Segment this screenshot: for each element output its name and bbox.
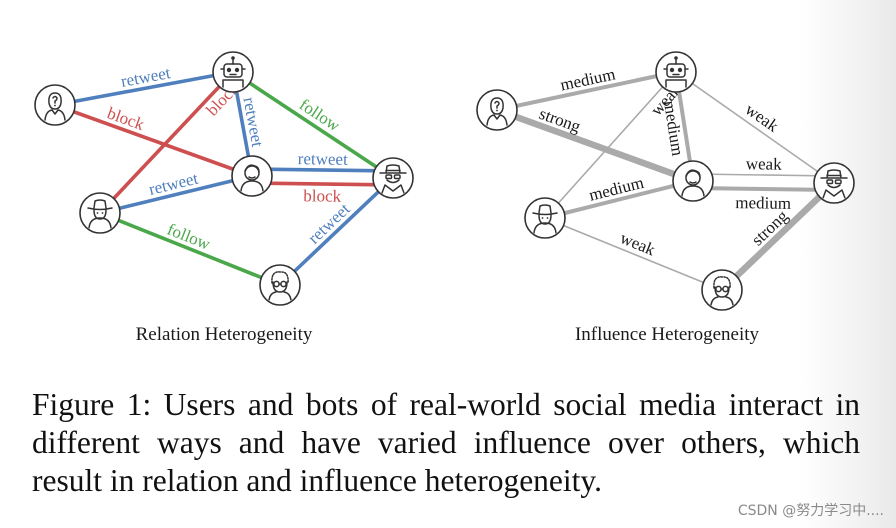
edge-I6-I4 — [718, 179, 838, 294]
question-user-icon — [486, 97, 508, 126]
edge-label-weak: weak — [617, 228, 658, 259]
edge-I2-I5 — [544, 71, 677, 219]
edge-R2-R4 — [231, 70, 395, 180]
edge-R2-R5 — [98, 70, 235, 215]
edge-R1-R2 — [53, 70, 235, 107]
edge-label-weak: weak — [746, 154, 783, 174]
figure-caption: Figure 1: Users and bots of real-world s… — [32, 387, 860, 498]
influence-node-spy-icon — [813, 162, 855, 204]
edge-I5-I6 — [544, 217, 723, 291]
edge-label-medium: medium — [735, 193, 791, 213]
influence-panel-title: Influence Heterogeneity — [575, 324, 760, 345]
edge-R3-R4 — [250, 167, 395, 173]
edge-I3-I4 — [692, 173, 835, 177]
watermark: CSDN @努力学习中.... — [737, 503, 884, 519]
spy-icon — [820, 169, 848, 199]
hat-user-icon — [532, 204, 558, 234]
edge-R5-R6 — [98, 211, 282, 287]
influence-node-hat-user-icon — [524, 197, 566, 239]
edge-R6-R4 — [278, 176, 395, 287]
relation-node-glasses-user-icon — [259, 264, 301, 306]
edge-R1-R3 — [53, 103, 254, 178]
influence-node-glasses-user-icon — [701, 269, 743, 311]
relation-node-question-user-icon — [34, 84, 76, 126]
question-user-icon — [44, 92, 66, 121]
edge-label-retweet: retweet — [298, 149, 349, 169]
edge-R3-R4 — [250, 181, 395, 187]
edge-R5-R3 — [98, 174, 254, 215]
glasses-user-icon — [268, 271, 292, 301]
hat-user-icon — [87, 199, 113, 229]
glasses-user-icon — [710, 276, 734, 306]
spy-icon — [379, 164, 407, 194]
edge-I2-I4 — [675, 71, 835, 184]
robot-icon — [663, 56, 689, 88]
user-icon — [681, 169, 705, 197]
relation-node-robot-icon — [212, 51, 254, 93]
edge-I1-I3 — [493, 106, 697, 185]
relation-node-hat-user-icon — [79, 192, 121, 234]
influence-node-user-icon — [672, 160, 714, 202]
edge-I3-I4 — [690, 185, 836, 192]
relation-node-user-icon — [231, 155, 273, 197]
influence-nodes — [476, 51, 855, 311]
relation-panel-title: Relation Heterogeneity — [136, 324, 313, 345]
influence-node-question-user-icon — [476, 89, 518, 131]
edge-label-weak: weak — [742, 100, 783, 136]
edge-label-block: block — [303, 186, 342, 206]
relation-node-spy-icon — [372, 157, 414, 199]
relation-nodes — [34, 51, 414, 306]
edge-I5-I3 — [543, 179, 695, 220]
edge-I1-I2 — [495, 70, 678, 112]
influence-node-robot-icon — [655, 51, 697, 93]
user-icon — [240, 164, 264, 192]
robot-icon — [220, 56, 246, 88]
